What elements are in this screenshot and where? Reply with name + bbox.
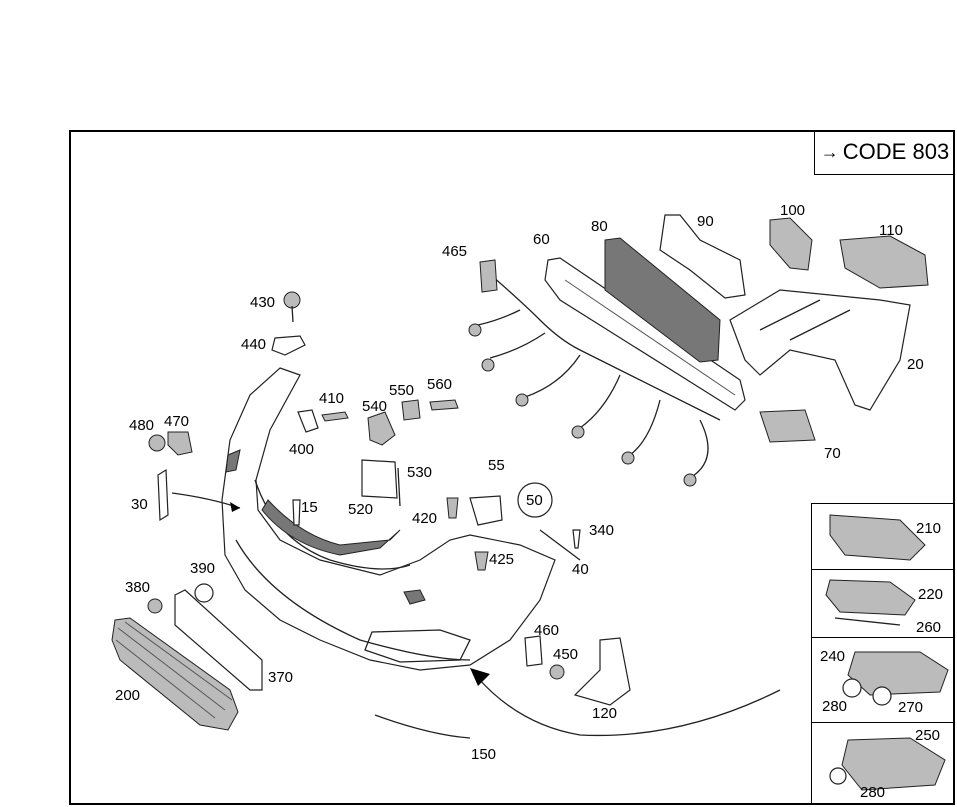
screw-430 xyxy=(283,291,301,309)
label-480: 480 xyxy=(129,417,155,434)
sensor-470 xyxy=(167,431,193,456)
clip-550 xyxy=(401,399,421,421)
trim-150 xyxy=(374,714,471,739)
nut-440 xyxy=(271,335,306,356)
inset-210 xyxy=(811,503,955,569)
bolt-560 xyxy=(429,399,459,411)
label-380: 380 xyxy=(125,579,151,596)
bolt-410 xyxy=(321,411,349,422)
carrier-80 xyxy=(604,237,721,363)
bolt-420 xyxy=(446,497,459,519)
label-270: 270 xyxy=(898,699,924,716)
label-280-b: 280 xyxy=(860,784,886,801)
crossmember-20 xyxy=(729,289,911,411)
label-465: 465 xyxy=(442,243,468,260)
bracket-70 xyxy=(759,409,816,443)
pin-340 xyxy=(572,529,581,549)
label-150: 150 xyxy=(471,746,497,763)
label-460: 460 xyxy=(534,622,560,639)
module-520 xyxy=(361,459,398,499)
bracket-90 xyxy=(659,214,746,299)
label-120: 120 xyxy=(592,705,618,722)
code-803-box: → CODE 803 xyxy=(814,130,955,175)
label-410: 410 xyxy=(319,390,345,407)
label-80: 80 xyxy=(591,218,608,235)
label-420: 420 xyxy=(412,510,438,527)
label-340: 340 xyxy=(589,522,615,539)
clip-15 xyxy=(292,499,301,526)
label-15: 15 xyxy=(301,499,318,516)
inset-250 xyxy=(811,722,955,805)
label-390: 390 xyxy=(190,560,216,577)
cover-30 xyxy=(157,468,169,522)
callout-circle-50 xyxy=(517,482,553,518)
grille-210 xyxy=(829,514,926,561)
grille-200 xyxy=(111,617,239,731)
label-520: 520 xyxy=(348,501,374,518)
grille-240 xyxy=(847,651,949,696)
grille-220 xyxy=(825,579,916,616)
arrow-right-icon: → xyxy=(820,141,839,162)
label-110: 110 xyxy=(879,222,903,239)
bracket-100 xyxy=(769,217,813,271)
bracket-460 xyxy=(524,635,543,667)
label-30: 30 xyxy=(131,496,148,513)
clip-390 xyxy=(194,583,214,603)
bracket-540 xyxy=(367,411,396,446)
label-20: 20 xyxy=(907,356,924,373)
label-400: 400 xyxy=(289,441,315,458)
label-440: 440 xyxy=(241,336,267,353)
bracket-55 xyxy=(469,495,503,526)
license-plate-370 xyxy=(174,589,263,691)
diagram-frame xyxy=(69,130,955,805)
grille-250 xyxy=(841,737,946,791)
trim-40 xyxy=(539,529,581,561)
label-200: 200 xyxy=(115,687,141,704)
label-425: 425 xyxy=(489,551,515,568)
label-280-a: 280 xyxy=(822,698,848,715)
clip-400 xyxy=(297,409,319,433)
label-470: 470 xyxy=(164,413,190,430)
label-370: 370 xyxy=(268,669,294,686)
label-100: 100 xyxy=(780,202,806,219)
label-450: 450 xyxy=(553,646,579,663)
sensor-480 xyxy=(148,434,166,452)
inset-220 xyxy=(811,569,955,637)
ring-280b xyxy=(829,767,847,785)
screw-450 xyxy=(549,664,565,680)
screw-380 xyxy=(147,598,163,614)
label-220: 220 xyxy=(918,586,944,603)
ring-270 xyxy=(872,686,892,706)
label-70: 70 xyxy=(824,445,841,462)
clip-425 xyxy=(474,551,489,571)
label-240: 240 xyxy=(820,648,846,665)
label-40: 40 xyxy=(572,561,589,578)
harness-465 xyxy=(477,269,721,479)
bumper-cover xyxy=(221,367,556,671)
ring-280a xyxy=(842,678,862,698)
label-430: 430 xyxy=(250,294,276,311)
label-90: 90 xyxy=(697,213,714,230)
label-50: 50 xyxy=(526,492,543,509)
label-550: 550 xyxy=(389,382,415,399)
inset-240 xyxy=(811,637,955,722)
bracket-110 xyxy=(839,235,929,289)
code-label: CODE 803 xyxy=(842,139,950,164)
label-560: 560 xyxy=(427,376,453,393)
label-530: 530 xyxy=(407,464,433,481)
label-55: 55 xyxy=(488,457,505,474)
bracket-120 xyxy=(573,637,631,706)
label-540: 540 xyxy=(362,398,388,415)
label-60: 60 xyxy=(533,231,550,248)
label-260: 260 xyxy=(916,619,942,636)
label-250: 250 xyxy=(915,727,941,744)
label-210: 210 xyxy=(916,520,942,537)
